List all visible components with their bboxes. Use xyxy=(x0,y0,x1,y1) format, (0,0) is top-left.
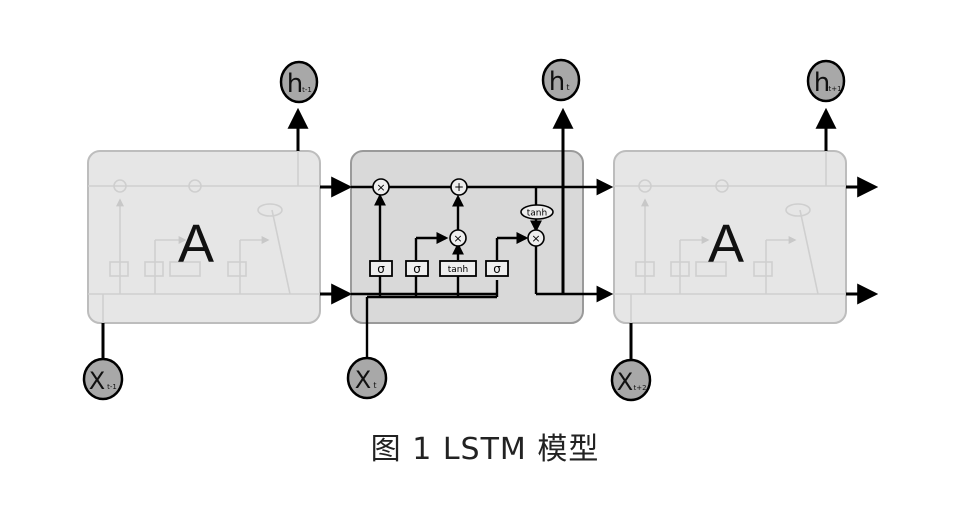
figure-caption: 图 1 LSTM 模型 xyxy=(370,432,600,467)
op-add-cell-symbol: + xyxy=(454,180,464,194)
op-mul-output-symbol: × xyxy=(531,232,540,245)
op-mul-input: × xyxy=(449,229,467,247)
lstm-diagram: A A xyxy=(82,58,879,402)
output-prev-main: h xyxy=(287,69,303,99)
input-curr-sub: t xyxy=(373,381,376,390)
gate-sigma2-label: σ xyxy=(413,262,421,276)
center-internals xyxy=(351,107,614,360)
op-mul-forget: × xyxy=(372,178,390,196)
op-mul-forget-symbol: × xyxy=(376,181,385,194)
gate-tanh-label: tanh xyxy=(448,265,468,275)
cell-right: A xyxy=(613,150,847,324)
output-node-curr: h t xyxy=(541,58,581,102)
input-next-sub: t+2 xyxy=(633,384,646,392)
op-tanh-out-label: tanh xyxy=(527,209,547,219)
input-node-next: X t+2 xyxy=(610,358,652,402)
output-node-prev: h t-1 xyxy=(279,60,319,104)
gate-tanh: tanh xyxy=(439,260,477,277)
output-curr-sub: t xyxy=(566,83,569,92)
cell-state-arrows xyxy=(320,176,879,305)
output-next-main: h xyxy=(814,68,830,98)
input-prev-main: X xyxy=(89,367,105,395)
op-tanh-out: tanh xyxy=(520,204,554,220)
op-add-cell: + xyxy=(450,178,468,196)
input-node-prev: X t-1 xyxy=(82,357,124,401)
gate-sigma2: σ xyxy=(405,260,429,277)
input-next-main: X xyxy=(617,368,633,396)
op-mul-input-symbol: × xyxy=(453,232,462,245)
input-curr-main: X xyxy=(355,366,371,394)
output-prev-sub: t-1 xyxy=(302,86,312,94)
output-curr-main: h xyxy=(549,67,565,97)
output-arrows xyxy=(287,107,837,186)
gate-sigma1: σ xyxy=(369,260,393,277)
input-lines xyxy=(101,294,633,360)
output-node-next: h t+1 xyxy=(806,59,846,103)
cell-left-label: A xyxy=(178,214,214,274)
output-next-sub: t+1 xyxy=(828,85,841,93)
gate-sigma3: σ xyxy=(485,260,509,277)
cell-center xyxy=(350,150,584,324)
op-mul-output: × xyxy=(527,229,545,247)
gate-sigma1-label: σ xyxy=(377,262,385,276)
input-prev-sub: t-1 xyxy=(107,383,117,391)
gate-sigma3-label: σ xyxy=(493,262,501,276)
input-node-curr: X t xyxy=(346,356,388,400)
cell-right-label: A xyxy=(708,214,744,274)
cell-left: A xyxy=(87,150,321,324)
